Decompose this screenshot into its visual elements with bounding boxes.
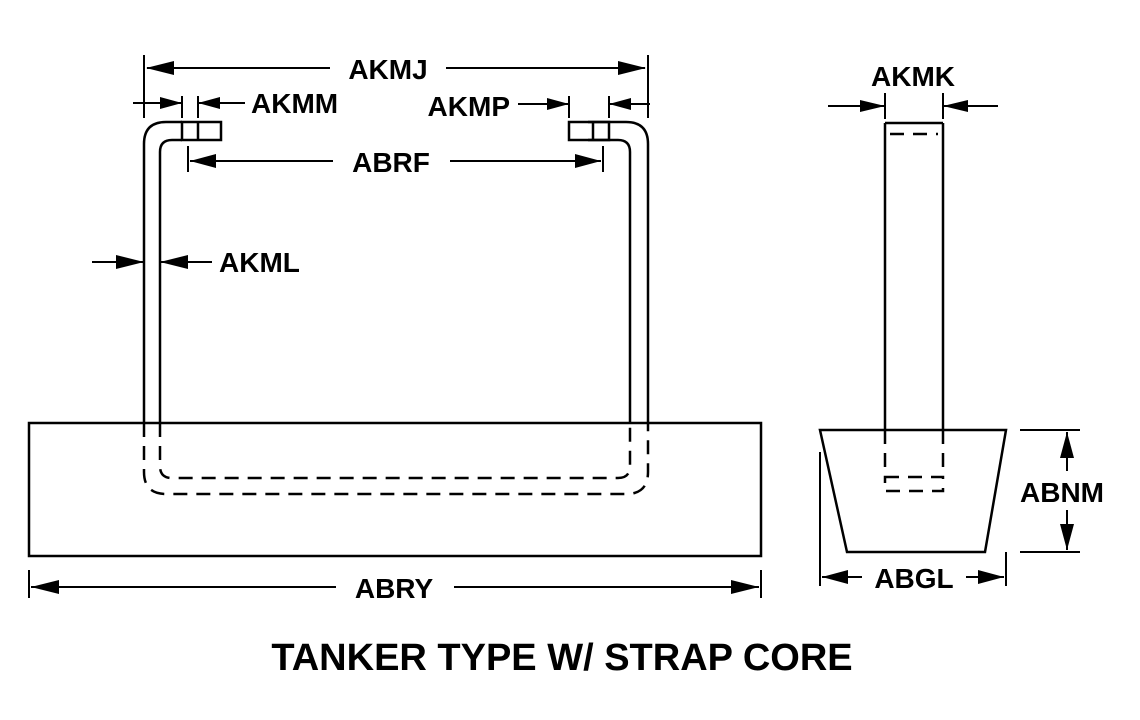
left-strap-tab <box>180 120 223 142</box>
base-block <box>27 421 763 558</box>
akmp-dimension <box>518 96 650 118</box>
akmk-dimension <box>828 93 998 119</box>
akml-label: AKML <box>219 247 300 278</box>
side-view: AKMK ABNM ABGL <box>818 61 1104 594</box>
abgl-label: ABGL <box>874 563 953 594</box>
strap-inner-contour <box>158 138 632 423</box>
strap-hidden-inner <box>158 423 632 480</box>
abry-dimension <box>28 570 762 598</box>
abgl-dimension <box>819 452 1007 586</box>
diagram-caption: TANKER TYPE W/ STRAP CORE <box>271 637 852 679</box>
akmj-dimension <box>143 55 649 118</box>
side-strap <box>883 121 945 493</box>
akmm-dimension <box>133 96 245 118</box>
front-view: AKMJ AKMM AKMP <box>27 54 763 604</box>
akmm-label: AKMM <box>251 88 338 119</box>
abrf-dimension <box>187 146 604 172</box>
akmk-label: AKMK <box>871 61 955 92</box>
akmj-label: AKMJ <box>348 54 427 85</box>
right-strap-tab <box>567 120 611 142</box>
akmp-label: AKMP <box>428 91 510 122</box>
strap-hidden-outer <box>142 423 650 496</box>
abry-label: ABRY <box>355 573 434 604</box>
abnm-dimension <box>1020 429 1080 553</box>
abrf-label: ABRF <box>352 147 430 178</box>
abnm-label: ABNM <box>1020 477 1104 508</box>
akml-dimension <box>92 255 212 269</box>
strap-outer-contour <box>142 120 650 423</box>
